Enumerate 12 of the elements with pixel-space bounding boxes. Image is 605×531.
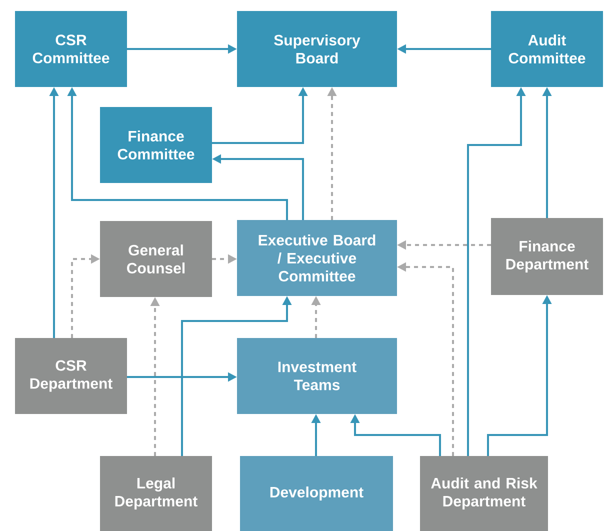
org-box: Development	[240, 456, 393, 531]
org-box: Audit and Risk Department	[420, 456, 548, 531]
org-box: Supervisory Board	[237, 11, 397, 87]
org-box: Executive Board / Executive Committee	[237, 220, 397, 296]
org-box: Finance Committee	[100, 107, 212, 183]
org-box: Investment Teams	[237, 338, 397, 414]
org-box: CSR Committee	[15, 11, 127, 87]
org-box: CSR Department	[15, 338, 127, 414]
org-box: General Counsel	[100, 221, 212, 297]
org-box: Legal Department	[100, 456, 212, 531]
org-box: Finance Department	[491, 218, 603, 295]
org-box: Audit Committee	[491, 11, 603, 87]
